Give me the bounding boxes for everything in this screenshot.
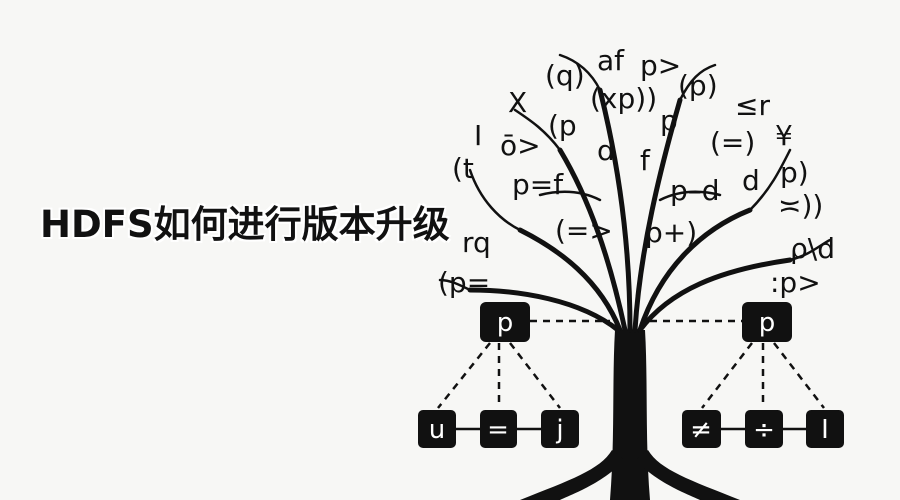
symbol: (p=	[438, 266, 490, 299]
dashed-connectors	[437, 319, 825, 409]
page-title: HDFS如何进行版本升级	[40, 203, 450, 246]
symbol: p>	[640, 49, 681, 82]
symbol: p–d	[670, 174, 720, 207]
symbol: (=)	[710, 126, 755, 159]
child-node: ≠	[682, 410, 721, 448]
node-label: I	[821, 415, 829, 445]
symbol: p+)	[645, 216, 697, 249]
symbol: af	[597, 44, 625, 77]
node-label: p	[497, 308, 514, 338]
symbol: (xp))	[590, 82, 657, 115]
symbol: (=>	[555, 214, 613, 247]
tree-trunk	[438, 53, 832, 500]
child-node: =	[480, 410, 517, 448]
node-label: =	[487, 415, 509, 445]
root-node-right: p	[742, 302, 792, 342]
node-label: u	[429, 415, 445, 445]
child-node: j	[541, 410, 579, 448]
node-label: p	[759, 308, 776, 338]
symbol: :p>	[770, 266, 821, 299]
symbol: (q)	[545, 59, 585, 92]
symbol: ρ\d	[790, 232, 835, 265]
symbol: (t	[452, 152, 474, 185]
root-node-left: p	[480, 302, 530, 342]
node-label: ≠	[690, 415, 712, 445]
symbol: d	[597, 134, 615, 167]
symbol: (p)	[678, 69, 718, 102]
symbol: X	[508, 86, 527, 119]
node-label: j	[555, 415, 563, 445]
symbol: p)	[780, 156, 809, 189]
symbol: I	[474, 119, 482, 152]
symbol: p	[660, 104, 678, 137]
symbol: p=f	[512, 168, 564, 201]
canopy-symbols: (q) af p> X (xp)) (p) (p p ≤r I ō> d f (…	[438, 44, 835, 299]
symbol: d	[742, 164, 760, 197]
symbol: f	[640, 144, 651, 177]
node-label: ÷	[753, 415, 775, 445]
child-node: ÷	[745, 410, 783, 448]
child-node: u	[418, 410, 456, 448]
symbol: ≤r	[735, 89, 770, 122]
symbol: rq	[462, 226, 491, 259]
symbol: (p	[548, 109, 577, 142]
symbol: ¥	[775, 119, 793, 152]
symbol: ≍))	[778, 189, 823, 222]
symbol: ō>	[500, 129, 541, 162]
child-node: I	[806, 410, 844, 448]
